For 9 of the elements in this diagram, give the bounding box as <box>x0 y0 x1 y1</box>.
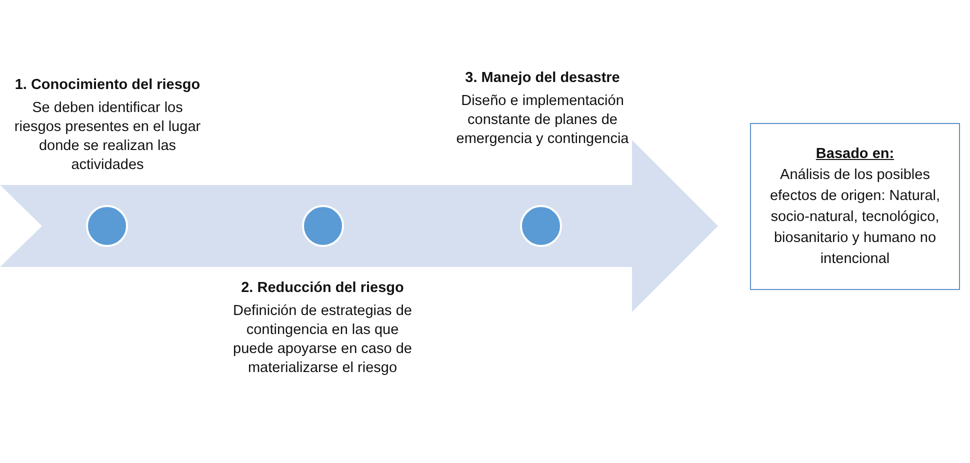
box-heading: Basado en: <box>816 144 894 164</box>
step-description: Se deben identificar los riesgos presentes en el lugar donde se realizan las actividades <box>13 99 202 175</box>
step-description: Definición de estrategias de contingencia en las que puede apoyarse en caso de materializarse el riesgo <box>232 302 413 378</box>
step-description: Diseño e implementación constante de planes de emergencia y contingencia <box>455 92 630 149</box>
step-heading: 1. Conocimiento del riesgo <box>14 76 202 95</box>
box-text: Análisis de los posibles efectos de origen: Natural, socio-natural, tecnológico, biosanitario y humano no intencional <box>768 166 942 268</box>
step-heading: 2. Reducción del riesgo <box>240 279 405 298</box>
step-heading: 3. Manejo del desastre <box>464 69 621 88</box>
info-box <box>750 123 960 290</box>
